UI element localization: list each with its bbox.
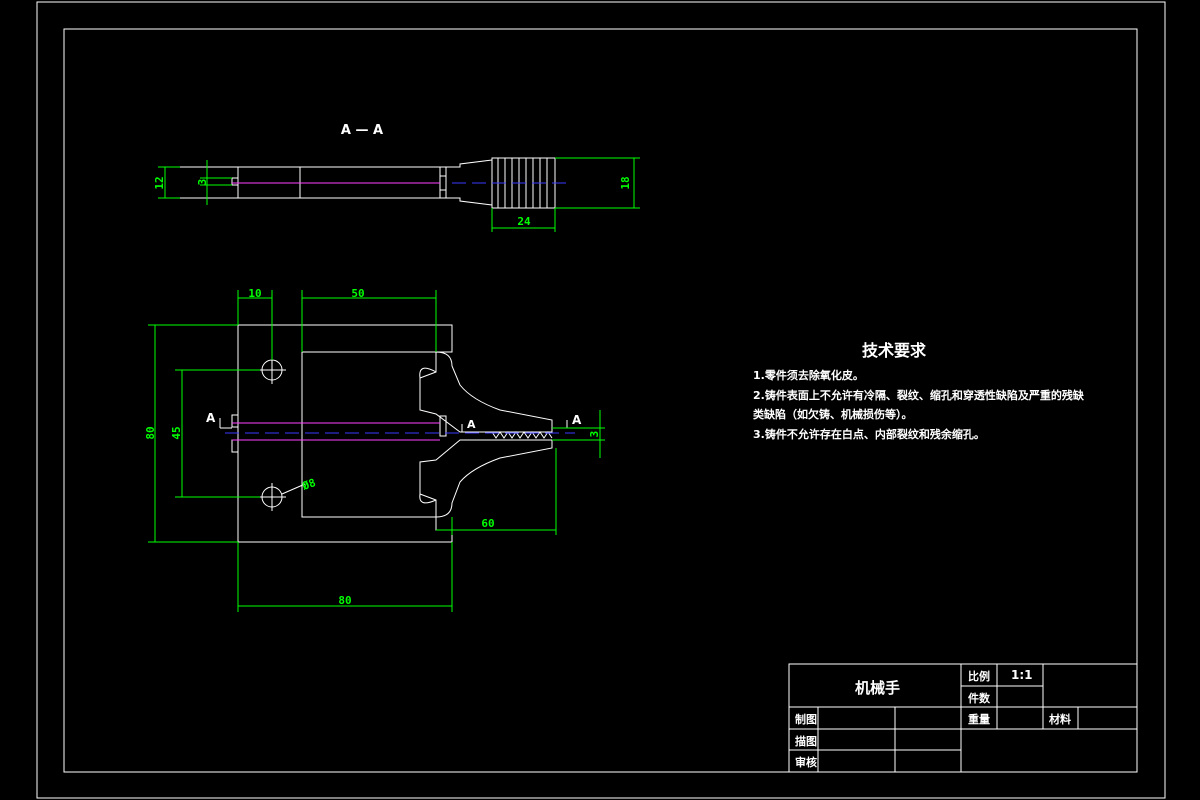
section-mark-right: A [572, 413, 582, 427]
outer-frame [36, 1, 1166, 799]
dim-18: 18 [619, 176, 632, 189]
drawn-label: 制图 [795, 713, 817, 726]
section-view: A — A 12 3 [153, 123, 640, 232]
tech-item-1: 1.零件须去除氧化皮。 [753, 369, 864, 382]
dim-50: 50 [351, 287, 364, 300]
gripper-teeth [491, 431, 553, 439]
tech-item-2: 2.铸件表面上不允许有冷隔、裂纹、缩孔和穿透性缺陷及严重的残缺 [753, 389, 1084, 402]
upper-jaw [419, 351, 553, 433]
material-label: 材料 [1049, 713, 1071, 726]
dim-3-right: 3 [588, 431, 601, 438]
dim-24: 24 [517, 215, 531, 228]
dim-3-top: 3 [196, 179, 209, 186]
dim-phi-8: Ø8 [300, 476, 318, 493]
section-mark-left: A [206, 411, 216, 425]
dim-10: 10 [248, 287, 261, 300]
front-view: A A A 10 50 80 45 3 Ø8 [144, 287, 605, 612]
dim-80-horizontal: 80 [338, 594, 351, 607]
lower-jaw [419, 439, 553, 518]
scale-value: 1:1 [1011, 668, 1033, 682]
count-label: 件数 [968, 692, 990, 705]
dim-12: 12 [153, 176, 166, 189]
dim-45: 45 [170, 426, 183, 439]
dim-60: 60 [481, 517, 494, 530]
inner-frame [63, 28, 1138, 773]
weight-label: 重量 [968, 713, 990, 726]
traced-label: 描图 [795, 735, 817, 748]
tech-item-3: 3.铸件不允许存在白点、内部裂纹和残余缩孔。 [753, 428, 985, 441]
section-title: A — A [341, 123, 383, 138]
title-block [788, 663, 1138, 773]
scale-label: 比例 [968, 670, 990, 683]
part-name: 机械手 [855, 679, 901, 697]
dim-80-vertical: 80 [144, 426, 157, 439]
review-label: 审核 [795, 756, 817, 769]
section-mark-mid: A [467, 418, 476, 431]
tech-item-2-cont: 类缺陷（如欠铸、机械损伤等）。 [753, 408, 913, 421]
tech-title: 技术要求 [862, 341, 927, 360]
